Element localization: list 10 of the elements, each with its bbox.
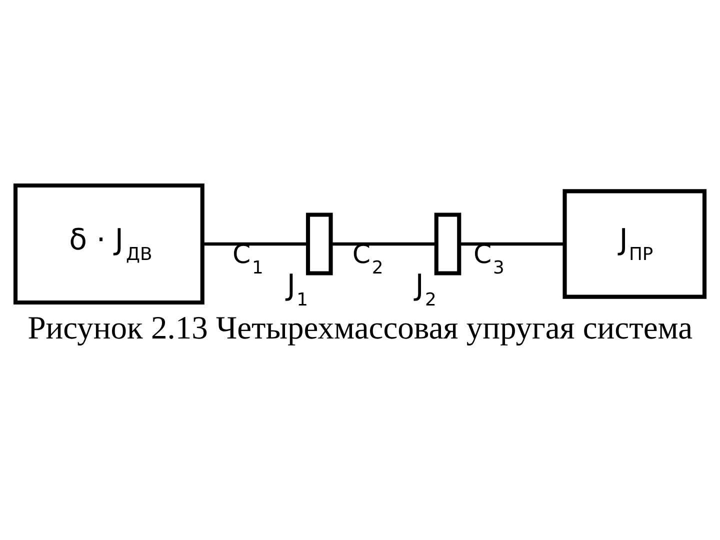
connector xyxy=(330,242,436,246)
node-box: δ · J$_{ДВ}$ xyxy=(13,183,204,305)
node-box xyxy=(434,212,462,276)
connector xyxy=(459,242,564,246)
node-label: J$_{1}$ xyxy=(286,268,308,311)
node-label: J$_{2}$ xyxy=(415,268,436,311)
connector xyxy=(202,242,308,246)
node-box: J$_{ПР}$ xyxy=(562,189,707,299)
caption: Рисунок 2.13 Четырехмассовая упругая система xyxy=(28,310,693,346)
node-box xyxy=(306,212,333,276)
